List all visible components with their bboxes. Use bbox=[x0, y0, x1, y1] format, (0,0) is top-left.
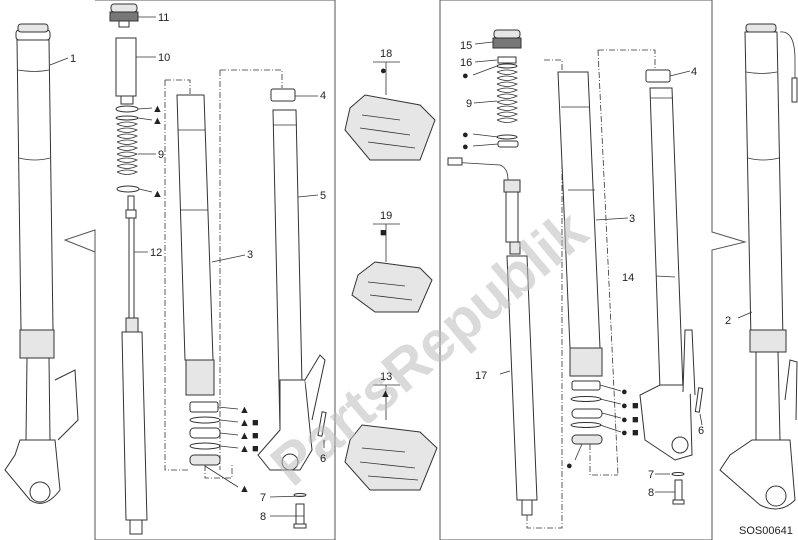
inner-tube-5[interactable] bbox=[257, 109, 326, 471]
bushing-4-right[interactable] bbox=[645, 69, 671, 83]
damper-rod-12[interactable] bbox=[121, 195, 148, 535]
callout-16: 16 bbox=[460, 57, 472, 69]
outer-tube-3-left[interactable] bbox=[164, 79, 215, 471]
svg-text:▲: ▲ bbox=[152, 115, 163, 127]
kit-symbol-square: ■ bbox=[380, 227, 387, 239]
svg-text:■: ■ bbox=[252, 443, 259, 455]
left-symbol-markers: ▲ ▲ ▲ ▲ ▲ ■ ▲ ■ ▲ ■ ▲ bbox=[152, 103, 259, 495]
callout-7-right: 7 bbox=[648, 469, 654, 481]
kit-symbol-triangle: ▲ bbox=[380, 388, 391, 400]
screw-6-right[interactable] bbox=[694, 387, 704, 413]
callout-6: 6 bbox=[320, 453, 326, 465]
drawing-code: SOS00641 bbox=[739, 525, 793, 537]
callout-8: 8 bbox=[260, 511, 266, 523]
kit-symbol-circle: ● bbox=[380, 65, 387, 77]
washer-7-right[interactable] bbox=[671, 472, 685, 476]
svg-text:▲: ▲ bbox=[239, 417, 250, 429]
left-assembly-frame bbox=[63, 0, 336, 540]
seals-right[interactable] bbox=[570, 380, 618, 476]
bolt-8-right[interactable] bbox=[672, 479, 685, 505]
bolt-8-left[interactable] bbox=[293, 503, 307, 529]
svg-text:●: ● bbox=[621, 414, 628, 426]
fork-leg-right-complete[interactable] bbox=[719, 23, 798, 510]
svg-text:●: ● bbox=[621, 427, 628, 439]
callout-19: 19 bbox=[380, 210, 392, 222]
spacer-16[interactable] bbox=[497, 56, 517, 64]
cap-15[interactable] bbox=[492, 29, 522, 49]
callout-3: 3 bbox=[247, 249, 253, 261]
svg-text:▲: ▲ bbox=[239, 443, 250, 455]
svg-text:■: ■ bbox=[632, 427, 639, 439]
callout-10: 10 bbox=[158, 52, 170, 64]
svg-text:■: ■ bbox=[632, 400, 639, 412]
svg-text:■: ■ bbox=[632, 414, 639, 426]
svg-text:●: ● bbox=[462, 129, 469, 141]
svg-text:●: ● bbox=[621, 400, 628, 412]
cartridge-17[interactable] bbox=[447, 59, 563, 529]
bushing-4-left[interactable] bbox=[219, 69, 296, 470]
kit-13[interactable] bbox=[344, 384, 438, 491]
kit-18[interactable] bbox=[344, 61, 436, 161]
svg-text:●: ● bbox=[621, 386, 628, 398]
callout-5: 5 bbox=[320, 190, 326, 202]
svg-text:▲: ▲ bbox=[152, 103, 163, 115]
callout-17: 17 bbox=[475, 370, 487, 382]
screw-6-left[interactable] bbox=[317, 411, 327, 437]
callout-3-right: 3 bbox=[629, 213, 635, 225]
spring-9-left[interactable] bbox=[115, 105, 140, 193]
callout-6-right: 6 bbox=[698, 425, 704, 437]
callout-13: 13 bbox=[380, 371, 392, 383]
spring-9-right[interactable] bbox=[496, 63, 519, 148]
svg-text:■: ■ bbox=[252, 417, 259, 429]
right-assembly-frame bbox=[439, 0, 747, 540]
svg-text:▲: ▲ bbox=[239, 483, 250, 495]
inner-tube-14[interactable] bbox=[639, 87, 696, 461]
callout-8-right: 8 bbox=[648, 487, 654, 499]
callout-1: 1 bbox=[70, 53, 76, 65]
svg-text:▲: ▲ bbox=[239, 430, 250, 442]
callout-4-right: 4 bbox=[691, 66, 697, 78]
callout-14: 14 bbox=[622, 272, 634, 284]
cartridge-10[interactable] bbox=[115, 37, 137, 105]
callout-7: 7 bbox=[260, 492, 266, 504]
right-symbol-markers: ● ● ● ● ● ■ ● ■ ● ■ ● bbox=[462, 70, 639, 472]
fork-leg-left-complete[interactable] bbox=[4, 23, 79, 504]
cap-11[interactable] bbox=[109, 3, 139, 28]
svg-text:●: ● bbox=[462, 70, 469, 82]
svg-text:●: ● bbox=[566, 460, 573, 472]
callout-15: 15 bbox=[460, 40, 472, 52]
kit-19[interactable] bbox=[351, 223, 433, 313]
seals-left[interactable] bbox=[189, 401, 233, 479]
callout-18: 18 bbox=[380, 48, 392, 60]
callout-9: 9 bbox=[158, 149, 164, 161]
callout-2: 2 bbox=[725, 315, 731, 327]
callout-11: 11 bbox=[158, 12, 169, 24]
callout-12: 12 bbox=[150, 247, 162, 259]
outer-tube-3-right[interactable] bbox=[557, 49, 656, 476]
svg-text:▲: ▲ bbox=[239, 404, 250, 416]
svg-text:●: ● bbox=[462, 141, 469, 153]
svg-text:▲: ▲ bbox=[152, 188, 163, 200]
callout-4: 4 bbox=[320, 90, 326, 102]
callout-9-right: 9 bbox=[466, 98, 472, 110]
svg-text:■: ■ bbox=[252, 430, 259, 442]
